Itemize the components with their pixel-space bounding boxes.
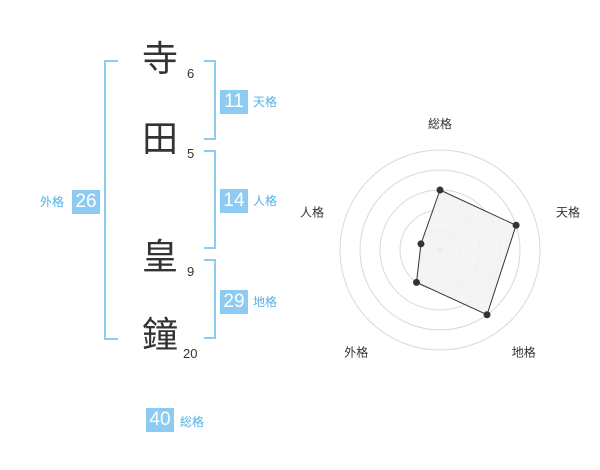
stroke-count-3: 9 — [187, 264, 195, 279]
radar-axis-label-5: 人格 — [300, 204, 324, 219]
radar-point-2 — [512, 221, 520, 229]
radar-point-1 — [436, 186, 444, 194]
radar-grid-ring-5 — [339, 149, 541, 351]
gaikaku-label: 外格 — [40, 195, 65, 209]
gaikaku-bracket — [104, 60, 118, 340]
radar-axis-label-4: 外格 — [344, 345, 368, 360]
tenkaku-label: 天格 — [253, 95, 278, 109]
radar-axis-label-1: 総格 — [428, 116, 452, 131]
tenkaku-value-badge: 11 — [220, 90, 248, 114]
jinkaku-value-badge: 14 — [220, 189, 248, 213]
name-char-2: 田 — [142, 119, 179, 160]
soukaku-value-badge: 40 — [146, 408, 174, 432]
radar-axis-label-3: 地格 — [512, 345, 536, 360]
stroke-count-1: 6 — [187, 66, 195, 81]
name-char-4: 鐘 — [142, 315, 179, 356]
chikaku-value-badge: 29 — [220, 290, 248, 314]
jinkaku-bracket — [204, 150, 216, 249]
soukaku-label: 総格 — [180, 415, 205, 429]
radar-grid-ring-4 — [359, 169, 521, 331]
tenkaku-bracket — [204, 60, 216, 140]
jinkaku-label: 人格 — [253, 194, 278, 208]
radar-point-3 — [483, 311, 491, 319]
chikaku-bracket — [204, 259, 216, 339]
stroke-count-2: 5 — [187, 146, 195, 161]
radar-point-5 — [417, 240, 425, 248]
name-char-1: 寺 — [142, 39, 179, 80]
radar-point-4 — [412, 278, 420, 286]
radar-series-polygon — [415, 189, 517, 316]
stroke-count-4: 20 — [183, 346, 198, 361]
chikaku-label: 地格 — [253, 295, 278, 309]
gaikaku-value-badge: 26 — [72, 190, 100, 214]
name-char-3: 皇 — [142, 237, 179, 278]
radar-axis-label-2: 天格 — [556, 204, 580, 219]
